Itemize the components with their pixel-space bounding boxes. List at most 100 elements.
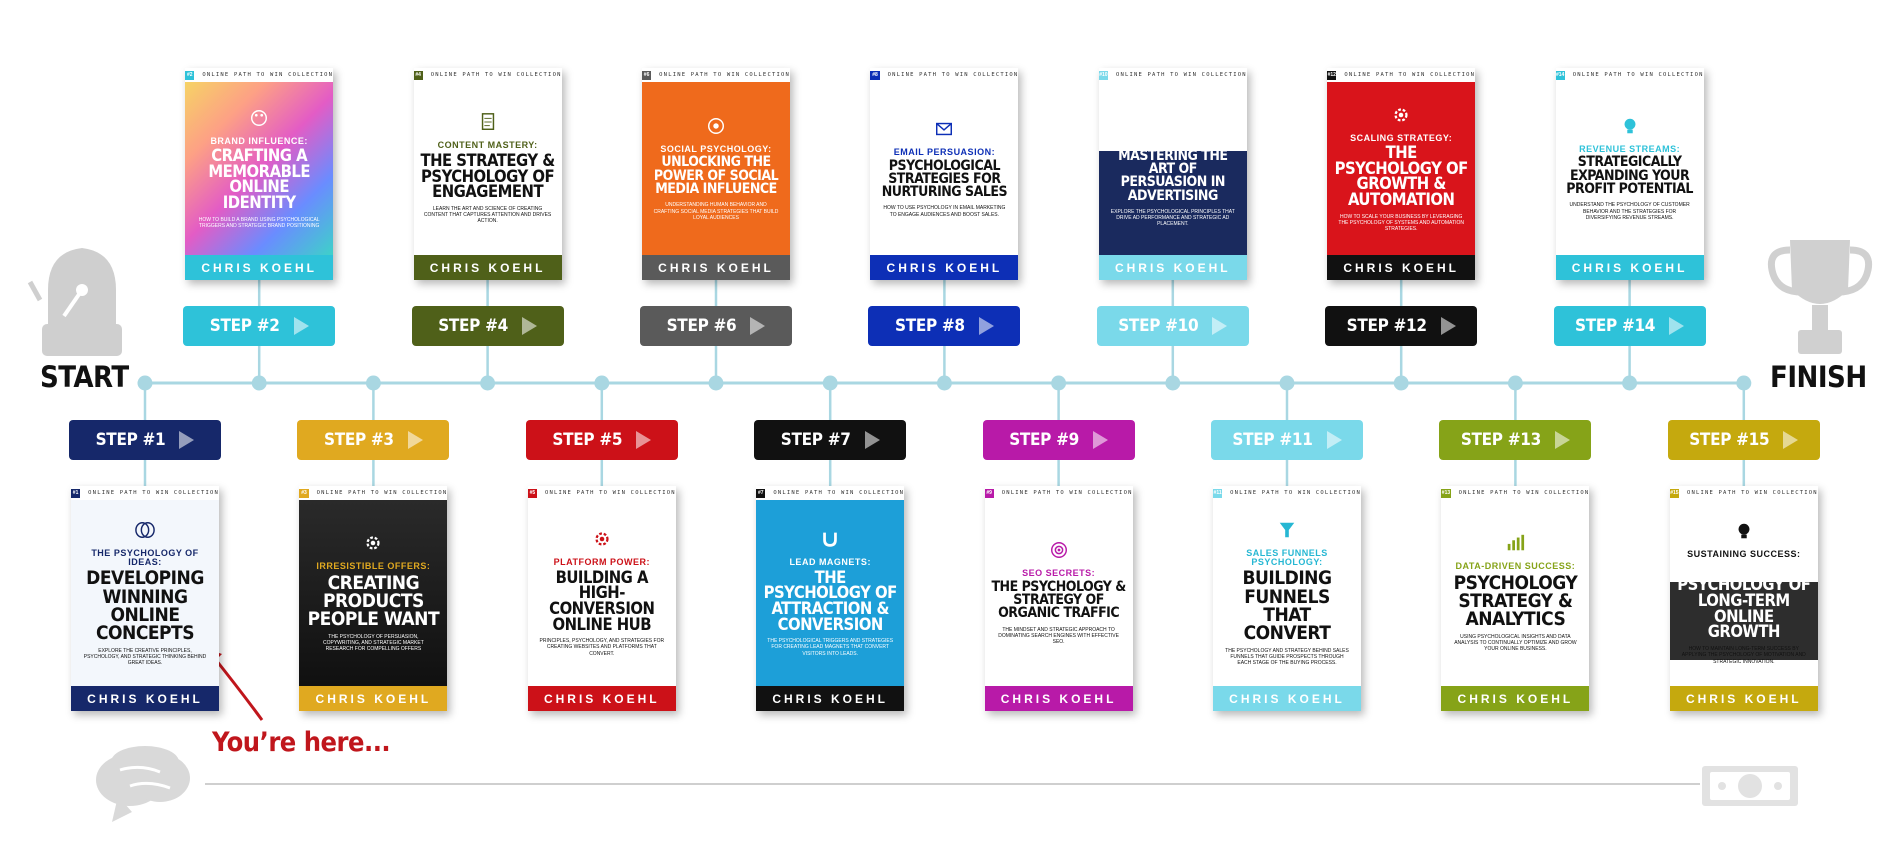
step-label: STEP #5 xyxy=(552,430,623,450)
book-blurb: USING PSYCHOLOGICAL INSIGHTS AND DATA AN… xyxy=(1454,633,1577,653)
book-kicker: PLATFORM POWER: xyxy=(553,557,650,568)
book-number-tab: #14 xyxy=(1555,70,1565,80)
step-badge[interactable]: STEP #3 xyxy=(297,420,450,460)
book-title: BUILDING FUNNELS THAT CONVERT xyxy=(1242,567,1332,644)
step-badge[interactable]: STEP #1 xyxy=(69,420,221,460)
book-author: CHRIS KOEHL xyxy=(756,686,905,711)
book-blurb: THE PSYCHOLOGY AND STRATEGY BEHIND SALES… xyxy=(1225,647,1349,667)
book-author: CHRIS KOEHL xyxy=(1327,255,1476,280)
book-art: SEO SECRETS:THE PSYCHOLOGY & STRATEGY OF… xyxy=(984,500,1133,686)
timeline-node xyxy=(1507,375,1523,391)
book-number-tab: #1 xyxy=(71,488,81,498)
step-label: STEP #13 xyxy=(1460,430,1541,450)
timeline-node xyxy=(1051,375,1067,391)
book-number: #5 xyxy=(529,490,536,496)
book-number-tab: #12 xyxy=(1327,70,1337,80)
step-badge[interactable]: STEP #11 xyxy=(1211,420,1363,460)
book-cover[interactable]: #8 ONLINE PATH TO WIN COLLECTION EMAIL PER… xyxy=(870,68,1019,280)
book-author: CHRIS KOEHL xyxy=(71,686,219,711)
step-badge[interactable]: STEP #14 xyxy=(1553,306,1706,346)
book-author: CHRIS KOEHL xyxy=(299,686,448,711)
brain-icon xyxy=(96,746,190,822)
play-arrow-icon xyxy=(1092,431,1108,449)
play-arrow-icon xyxy=(1669,317,1685,335)
megaphone-icon xyxy=(1162,109,1184,138)
book-art: THE PSYCHOLOGY OF IDEAS:DEVELOPING WINNI… xyxy=(71,500,219,686)
book-number: #4 xyxy=(415,72,421,78)
step-badge[interactable]: STEP #7 xyxy=(754,420,907,460)
step-badge[interactable]: STEP #15 xyxy=(1667,420,1820,460)
book-number: #3 xyxy=(301,490,307,496)
book-author: CHRIS KOEHL xyxy=(1098,255,1247,280)
book-number: #8 xyxy=(872,72,878,78)
timeline-node xyxy=(1736,375,1752,391)
idea-icon xyxy=(1619,116,1641,145)
book-title: UNLOCKING THE POWER OF SOCIAL MEDIA INFL… xyxy=(653,154,779,197)
book-title: PSYCHOLOGY STRATEGY & ANALYTICS xyxy=(1453,571,1578,630)
book-art: REVENUE STREAMS:STRATEGICALLY EXPANDING … xyxy=(1555,82,1704,255)
document-icon xyxy=(477,112,499,141)
email-icon xyxy=(933,119,955,148)
book-blurb: PRINCIPLES, PSYCHOLOGY, AND STRATEGIES F… xyxy=(539,638,665,657)
collection-label: ONLINE PATH TO WIN COLLECTION xyxy=(316,490,448,496)
play-arrow-icon xyxy=(1212,317,1228,335)
book-art: IRRESISTIBLE OFFERS:CREATING PRODUCTS PE… xyxy=(299,500,448,686)
book-kicker: DATA-DRIVEN SUCCESS: xyxy=(1455,561,1576,572)
book-kicker: EMAIL PERSUASION: xyxy=(893,147,996,158)
timeline-node xyxy=(1622,375,1638,391)
book-kicker: LEAD MAGNETS: xyxy=(789,557,871,568)
gear-icon xyxy=(1390,105,1412,134)
book-author: CHRIS KOEHL xyxy=(984,686,1133,711)
collection-label: ONLINE PATH TO WIN COLLECTION xyxy=(1458,490,1590,496)
timeline-node xyxy=(480,375,496,391)
step-label: STEP #15 xyxy=(1689,430,1770,450)
book-cover[interactable]: #13 ONLINE PATH TO WIN COLLECTION DATA-DRI… xyxy=(1441,486,1590,711)
play-arrow-icon xyxy=(864,431,880,449)
play-arrow-icon xyxy=(750,317,766,335)
book-author: CHRIS KOEHL xyxy=(1213,686,1361,711)
target-icon xyxy=(1048,540,1070,569)
book-art: DATA-DRIVEN SUCCESS:PSYCHOLOGY STRATEGY … xyxy=(1441,500,1590,686)
step-badge[interactable]: STEP #6 xyxy=(640,306,792,346)
book-art: SALES FUNNELS PSYCHOLOGY:BUILDING FUNNEL… xyxy=(1213,500,1361,686)
step-badge[interactable]: STEP #2 xyxy=(183,306,336,346)
book-number: #15 xyxy=(1670,490,1679,496)
step-badge[interactable]: STEP #13 xyxy=(1439,420,1592,460)
book-number-tab: #10 xyxy=(1098,70,1108,80)
book-author: CHRIS KOEHL xyxy=(527,686,676,711)
book-kicker: SCALING STRATEGY: xyxy=(1350,132,1453,143)
book-cover[interactable]: #3 ONLINE PATH TO WIN COLLECTION IRRESISTI… xyxy=(299,486,448,711)
network-icon xyxy=(705,116,727,145)
step-badge[interactable]: STEP #4 xyxy=(411,306,564,346)
bell-icon xyxy=(27,248,122,356)
step-badge[interactable]: STEP #8 xyxy=(868,306,1021,346)
book-blurb: UNDERSTAND THE PSYCHOLOGY OF CUSTOMER BE… xyxy=(1569,202,1690,221)
play-arrow-icon xyxy=(1783,431,1799,449)
step-badge[interactable]: STEP #9 xyxy=(982,420,1135,460)
play-arrow-icon xyxy=(1326,431,1342,449)
book-art: PAID ADS PSYCHOLOGY:MASTERING THE ART OF… xyxy=(1098,82,1247,255)
collection-label: ONLINE PATH TO WIN COLLECTION xyxy=(1686,490,1818,496)
book-kicker: IRRESISTIBLE OFFERS: xyxy=(316,561,431,572)
book-number: #13 xyxy=(1441,490,1451,496)
step-badge[interactable]: STEP #5 xyxy=(525,420,678,460)
collection-label: ONLINE PATH TO WIN COLLECTION xyxy=(887,72,1019,78)
step-badge[interactable]: STEP #10 xyxy=(1096,306,1249,346)
book-author: CHRIS KOEHL xyxy=(185,255,334,280)
step-label: STEP #7 xyxy=(780,430,851,450)
step-badge[interactable]: STEP #12 xyxy=(1325,306,1478,346)
money-icon xyxy=(1702,766,1798,806)
book-kicker: SALES FUNNELS PSYCHOLOGY: xyxy=(1246,547,1328,568)
